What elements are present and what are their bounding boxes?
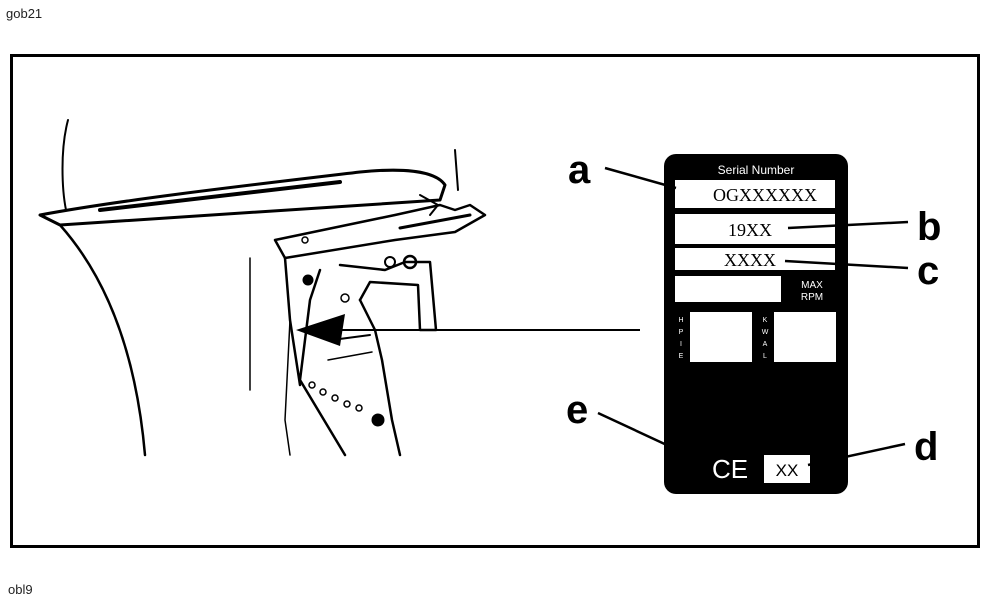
year-code-field — [764, 455, 810, 483]
ce-mark: CE — [712, 454, 748, 484]
page-code-bottom: obl9 — [8, 582, 33, 597]
figure-frame — [10, 54, 980, 548]
year-value: 19XX — [728, 220, 772, 240]
year-code-value: XX — [776, 461, 799, 480]
callout-d: d — [914, 425, 938, 469]
model-code-value: XXXX — [724, 250, 776, 270]
kw-label-1: K — [763, 317, 768, 324]
serial-field — [675, 180, 835, 208]
kw-label-3: A — [763, 341, 768, 348]
callout-leaders — [597, 166, 909, 468]
callout-e: e — [566, 388, 588, 432]
serial-value: OGXXXXXX — [713, 185, 817, 205]
outboard-motor-illustration — [38, 119, 487, 457]
callout-b: b — [917, 205, 941, 249]
hp-label-2: P — [679, 329, 684, 336]
plate-header: Serial Number — [718, 163, 795, 177]
kw-box — [774, 312, 836, 362]
id-plate: Serial Number OGXXXXXX 19XX XXXX MAX RPM… — [664, 154, 848, 494]
hp-label-4: E — [679, 353, 684, 360]
model-code-field — [675, 248, 835, 270]
page-code-top: gob21 — [6, 6, 43, 21]
max-rpm-field — [675, 276, 781, 302]
hp-box — [690, 312, 752, 362]
callout-a: a — [568, 148, 591, 192]
max-rpm-label-2: RPM — [801, 292, 823, 303]
location-arrow — [296, 314, 640, 346]
hp-label-1: H — [678, 317, 683, 324]
max-rpm-label-1: MAX — [801, 280, 823, 291]
kw-label-4: L — [763, 353, 767, 360]
callout-c: c — [917, 249, 939, 293]
hp-label-3: I — [680, 341, 682, 348]
year-field — [675, 214, 835, 244]
kw-label-2: W — [762, 329, 769, 336]
